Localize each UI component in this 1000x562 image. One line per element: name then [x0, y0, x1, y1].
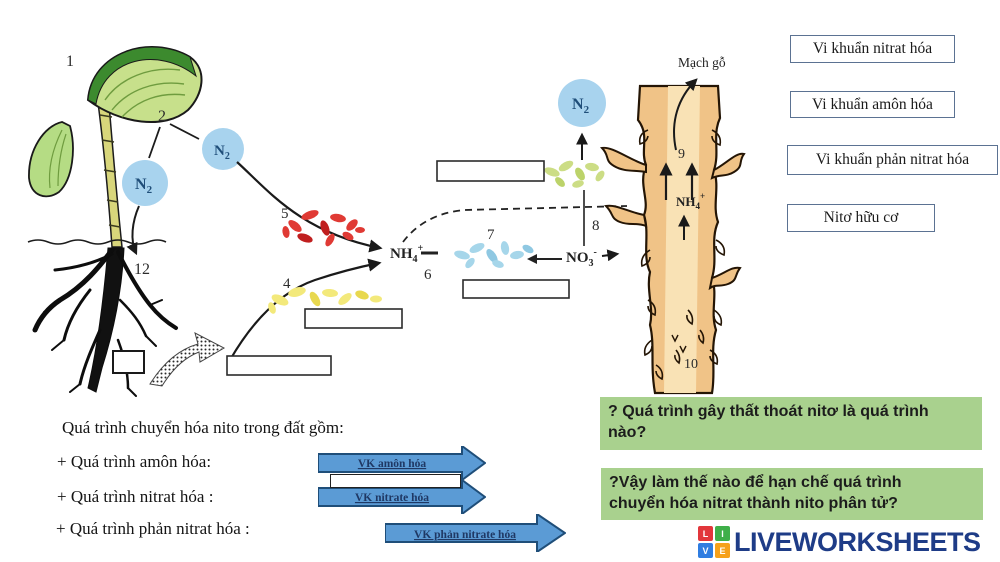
- summary-item-nitrat: + Quá trình nitrat hóa :: [57, 487, 214, 506]
- label-10: 10: [684, 357, 698, 372]
- xylem-arrow: [673, 78, 698, 151]
- summary-item-phan-nitrat: + Quá trình phản nitrat hóa :: [56, 519, 250, 538]
- stippled-arrow: [149, 332, 226, 387]
- process-arrow-nitrate: VK nitrate hóa: [318, 480, 486, 514]
- green-bacteria-cluster: [544, 160, 605, 188]
- answer-input-amon[interactable]: [330, 474, 461, 488]
- word-bank-item-nito-huu-co[interactable]: Nitơ hữu cơ: [787, 204, 935, 232]
- liveworksheets-tiles-icon: L I V E: [698, 526, 730, 558]
- n2-molecule-top: N2: [558, 79, 606, 127]
- soil-line: [27, 239, 167, 245]
- xylem-label: Mạch gỗ: [678, 55, 726, 70]
- answer-box-denitrifying[interactable]: [436, 160, 545, 182]
- answer-box-root-tip[interactable]: [112, 350, 145, 374]
- word-bank-label: Nitơ hữu cơ: [823, 209, 899, 226]
- summary-item-amon: + Quá trình amôn hóa:: [57, 452, 212, 471]
- label-12: 12: [134, 261, 150, 278]
- answer-box-nitrifying[interactable]: [462, 279, 570, 299]
- question-2: ?Vậy làm thế nào để hạn chế quá trình ch…: [601, 468, 983, 520]
- no3-to-root-arrow: [601, 249, 620, 262]
- question-1: ? Quá trình gây thất thoát nitơ là quá t…: [600, 397, 982, 450]
- label-1: 1: [66, 53, 74, 70]
- nh4-root-label: NH4+: [676, 191, 705, 211]
- nitrogen-cycle-diagram: 1 N2 N2 2 12: [27, 46, 746, 397]
- fixation-arrow-lower: [229, 258, 382, 361]
- label-2: 2: [158, 108, 166, 125]
- nh4-label: NH4+: [390, 243, 424, 265]
- logo-tile-i: I: [715, 526, 730, 541]
- word-bank-item-nitrat[interactable]: Vi khuẩn nitrat hóa: [790, 35, 955, 63]
- word-bank-item-phan-nitrat[interactable]: Vi khuẩn phản nitrat hóa: [787, 145, 998, 175]
- process-arrow-amon: VK amôn hóa: [318, 446, 486, 480]
- process-arrow-label: VK phản nitrate hóa: [414, 529, 516, 541]
- label-5: 5: [281, 206, 289, 222]
- process-arrow-label: VK nitrate hóa: [355, 492, 429, 504]
- nh4-to-root-dashed: [402, 205, 628, 243]
- logo-tile-l: L: [698, 526, 713, 541]
- n2-molecule-mid: N2: [202, 128, 244, 170]
- word-bank-label: Vi khuẩn phản nitrat hóa: [815, 151, 970, 168]
- logo-tile-e: E: [715, 543, 730, 558]
- svg-text:N2: N2: [135, 176, 153, 196]
- red-bacteria-cluster: [282, 210, 365, 247]
- label-9: 9: [678, 147, 685, 162]
- process-arrow-phan-nitrate: VK phản nitrate hóa: [385, 514, 566, 552]
- label-4: 4: [283, 276, 291, 292]
- word-bank-label: Vi khuẩn nitrat hóa: [812, 40, 933, 57]
- n2-molecule-left: N2: [122, 160, 168, 206]
- blue-bacteria-cluster: [454, 241, 534, 269]
- word-bank-item-amon[interactable]: Vi khuẩn amôn hóa: [790, 91, 955, 118]
- svg-text:N2: N2: [572, 96, 590, 116]
- label-8: 8: [592, 218, 600, 234]
- answer-box-organic[interactable]: [226, 355, 332, 376]
- n2-to-soil-arrow: [126, 205, 140, 256]
- label-7: 7: [487, 227, 495, 243]
- liveworksheets-wordmark: LIVEWORKSHEETS: [734, 526, 981, 557]
- fixation-arrow-upper: [236, 161, 383, 253]
- label-2-connectors: [148, 123, 200, 159]
- logo-tile-v: V: [698, 543, 713, 558]
- no3-label: NO3-: [566, 247, 597, 269]
- yellow-bacteria-cluster: [268, 287, 382, 314]
- summary-heading: Quá trình chuyển hóa nito trong đất gồm:: [62, 418, 344, 437]
- process-arrow-label: VK amôn hóa: [358, 458, 427, 470]
- word-bank-label: Vi khuẩn amôn hóa: [812, 95, 933, 113]
- plant-seedling: [28, 46, 203, 248]
- liveworksheets-logo[interactable]: L I V E LIVEWORKSHEETS: [698, 526, 981, 558]
- svg-text:N2: N2: [214, 143, 230, 162]
- plant-roots: [32, 247, 178, 397]
- answer-box-ammonifying[interactable]: [304, 308, 403, 329]
- nitrify-arrowhead: [527, 254, 537, 264]
- label-6: 6: [424, 267, 432, 283]
